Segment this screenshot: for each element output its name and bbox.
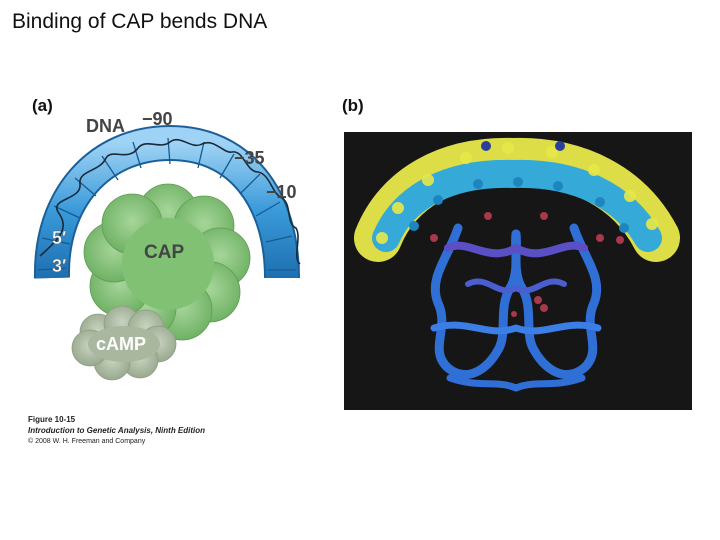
camp-label: cAMP <box>96 334 146 354</box>
caption-figure-number: Figure 10-15 <box>28 414 205 425</box>
panel-b-model: (b) <box>338 88 698 418</box>
caption-copyright: © 2008 W. H. Freeman and Company <box>28 436 205 447</box>
figure-caption: Figure 10-15 Introduction to Genetic Ana… <box>28 414 205 447</box>
position-35-label: −35 <box>234 148 265 168</box>
three-prime-label: 3′ <box>52 256 66 276</box>
cap-dna-space-filling-model <box>338 88 698 418</box>
position-90-label: −90 <box>142 109 173 129</box>
dna-label: DNA <box>86 116 125 136</box>
slide-title: Binding of CAP bends DNA <box>12 10 267 34</box>
caption-book-title: Introduction to Genetic Analysis, Ninth … <box>28 425 205 436</box>
panel-a-diagram: (a) <box>20 88 320 388</box>
cap-label: CAP <box>144 242 184 263</box>
position-10-label: −10 <box>266 182 297 202</box>
panel-a-letter: (a) <box>32 96 53 116</box>
five-prime-label: 5′ <box>52 228 66 248</box>
cap-dna-schematic: DNA −90 −35 −10 5′ 3′ CAP cAMP <box>20 88 320 388</box>
